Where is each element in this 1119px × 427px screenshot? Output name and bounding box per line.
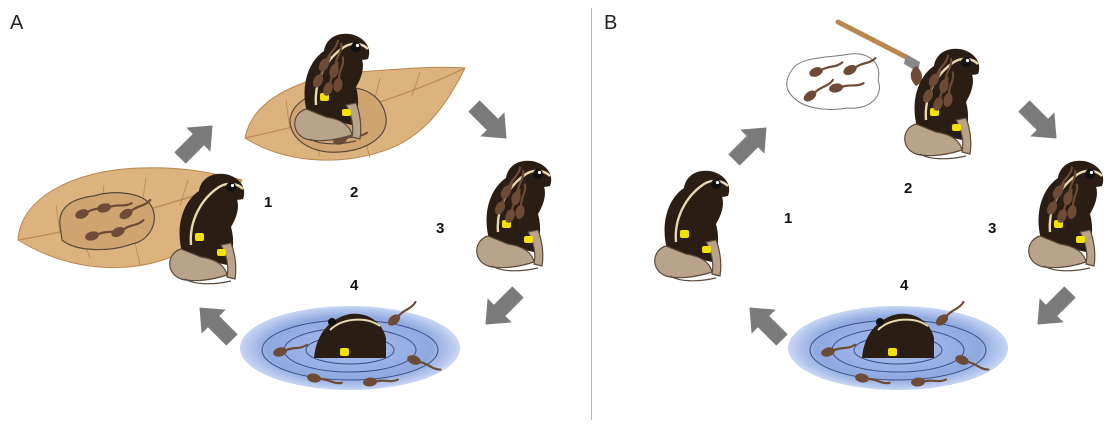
step-label-a-4: 4: [350, 277, 358, 294]
step-label-b-1: 1: [784, 210, 792, 227]
frog-icon: [655, 171, 729, 281]
step-label-b-4: 4: [900, 277, 908, 294]
step-label-b-3: 3: [988, 220, 996, 237]
step-label-b-2: 2: [904, 180, 912, 197]
tadpole-icon: [787, 54, 880, 110]
frog-icon: [1029, 161, 1103, 271]
step-label-a-3: 3: [436, 220, 444, 237]
step-label-a-1: 1: [264, 194, 272, 211]
step-label-a-2: 2: [350, 184, 358, 201]
pond-icon: [240, 299, 460, 390]
pond-icon: [788, 299, 1008, 390]
frog-icon: [477, 161, 551, 271]
